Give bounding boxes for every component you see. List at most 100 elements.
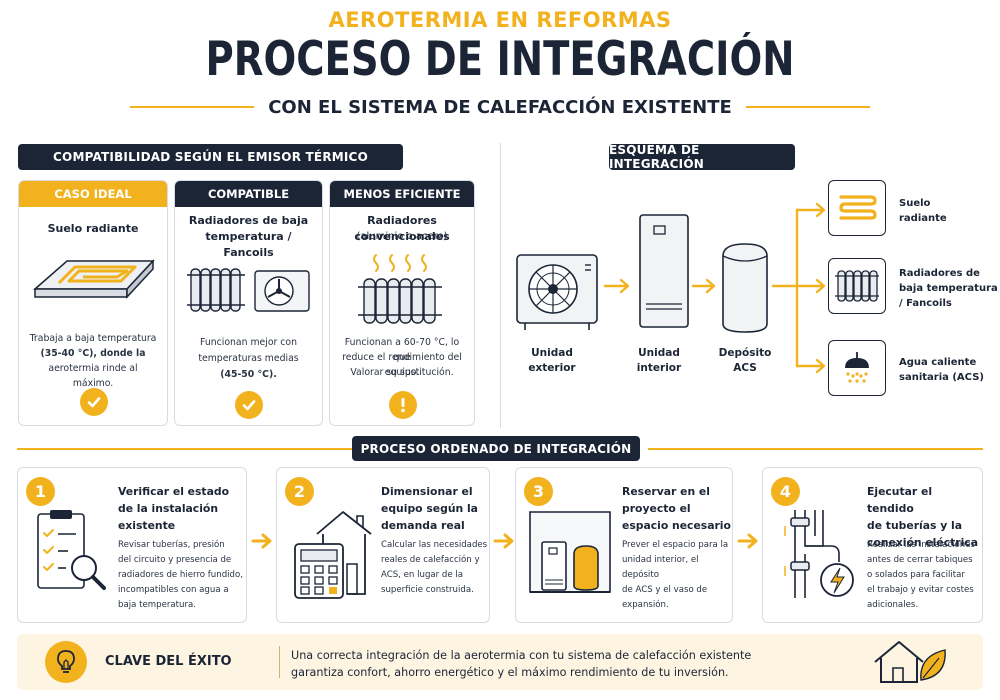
- output-label-line: Radiadores de: [899, 268, 980, 279]
- subtitle-line-left: [130, 106, 255, 108]
- radiator-icon: [828, 258, 886, 314]
- subtitle-line-right: [745, 106, 870, 108]
- process-step-1: 1 Verificar el estado de la instalación …: [17, 467, 247, 623]
- step-number: 4: [771, 477, 800, 506]
- card-head: COMPATIBLE: [175, 181, 322, 207]
- step-title: Reservar en el proyecto el espacio neces…: [622, 483, 731, 534]
- checklist-icon: [37, 510, 106, 590]
- card-desc-line: (35-40 °C), donde la: [40, 348, 146, 359]
- integration-schema: [516, 202, 826, 374]
- footer-text-line: garantiza confort, ahorro energético y e…: [291, 666, 729, 679]
- card-title-line: Radiadores de baja: [188, 214, 309, 227]
- step-desc-line: superficie construida.: [381, 585, 474, 595]
- step-title: Dimensionar el equipo según la demanda r…: [381, 483, 478, 534]
- step-desc: Calcular las necesidades reales de calef…: [381, 538, 487, 598]
- step-title-line: Ejecutar el tendido: [867, 485, 933, 515]
- schema-label-line: Unidad: [638, 347, 680, 359]
- step-desc: Prever el espacio para la unidad interio…: [622, 538, 732, 613]
- footer-separator: [279, 646, 280, 678]
- schema-label-line: Unidad: [531, 347, 573, 359]
- step-desc-line: incompatibles con agua a: [118, 585, 229, 595]
- check-icon: [235, 391, 263, 419]
- output-label-line: sanitaria (ACS): [899, 372, 984, 383]
- step-desc-line: Realizar las instalaciones: [867, 540, 976, 550]
- step-desc: Realizar las instalaciones antes de cerr…: [867, 538, 975, 613]
- step-title: Verificar el estado de la instalación ex…: [118, 483, 229, 534]
- process-rule-left: [17, 448, 352, 450]
- step-title-line: Reservar en el: [622, 485, 710, 498]
- supertitle: AEROTERMIA EN REFORMAS: [328, 8, 672, 32]
- process-step-4: 4 Ejecutar el tendido de tuberías y la c…: [762, 467, 983, 623]
- card-title-line: (aluminio o acero): [356, 231, 448, 242]
- process-section-pill: PROCESO ORDENADO DE INTEGRACIÓN: [352, 436, 640, 461]
- step-desc-line: ACS, en lugar de la: [381, 570, 464, 580]
- compat-card-ideal: CASO IDEAL Suelo radiante Trabaja a baja…: [18, 180, 168, 426]
- step-arrow-icon: [737, 533, 758, 549]
- output-label-line: Suelo: [899, 198, 931, 209]
- process-step-2: 2 Dimensionar el equipo según la demanda…: [276, 467, 490, 623]
- step-title: Ejecutar el tendido de tuberías y la con…: [867, 483, 982, 551]
- step-desc-line: el trabajo y evitar costes: [867, 585, 974, 595]
- floor-heating-icon: [828, 180, 886, 236]
- card-desc-line: Valorar su sustitución.: [350, 367, 454, 378]
- radiator-fancoil-icon: [187, 268, 310, 312]
- step-desc-line: Revisar tuberías, presión: [118, 540, 225, 550]
- card-title-line: temperatura / Fancoils: [205, 230, 292, 259]
- step-title-line: proyecto el: [622, 502, 691, 515]
- lightbulb-icon: [45, 641, 87, 683]
- dhw-tank-icon: [722, 243, 768, 333]
- schema-label-line: interior: [636, 362, 682, 374]
- step-title-line: Verificar el estado: [118, 485, 230, 498]
- card-desc-line: Trabaja a baja temperatura: [29, 333, 157, 344]
- step-title-line: de la instalación: [118, 502, 219, 515]
- subtitle: CON EL SISTEMA DE CALEFACCIÓN EXISTENTE: [268, 96, 732, 118]
- card-desc-line: temperaturas medias: [198, 353, 299, 364]
- pipes-electric-icon: [784, 510, 854, 598]
- footer-text-line: Una correcta integración de la aerotermi…: [291, 649, 752, 662]
- step-desc-line: reales de calefacción y: [381, 555, 480, 565]
- output-label-line: radiante: [899, 213, 947, 224]
- step-desc-line: adicionales.: [867, 600, 919, 610]
- card-title-line: Radiadores convencionales: [354, 214, 450, 243]
- schema-section-pill: ESQUEMA DE INTEGRACIÓN: [609, 143, 795, 171]
- shower-icon: [828, 340, 886, 396]
- output-label-floor: Suelo radiante: [899, 196, 947, 226]
- step-desc: Revisar tuberías, presión del circuito y…: [118, 538, 243, 613]
- warning-icon: [389, 391, 417, 419]
- footer-text: Una correcta integración de la aerotermi…: [291, 647, 751, 681]
- schema-label-line: exterior: [528, 362, 576, 374]
- step-desc-line: antes de cerrar tabiques: [867, 555, 973, 565]
- eco-house-icon: [874, 641, 946, 683]
- step-title-line: demanda real: [381, 519, 465, 532]
- hot-radiator-icon: [358, 254, 442, 324]
- schema-label-line: Depósito: [718, 347, 772, 359]
- floor-heating-icon: [33, 259, 155, 299]
- page-title: PROCESO DE INTEGRACIÓN: [205, 32, 795, 87]
- schema-label-outdoor: Unidad exterior: [512, 346, 592, 376]
- step-number: 3: [524, 477, 553, 506]
- compat-section-pill: COMPATIBILIDAD SEGÚN EL EMISOR TÉRMICO: [18, 144, 403, 170]
- step-title-line: existente: [118, 519, 176, 532]
- card-desc-line: (45-50 °C).: [220, 369, 277, 380]
- process-rule-right: [648, 448, 983, 450]
- card-desc-line: reduce el rendimiento del equipo.: [342, 352, 462, 378]
- step-desc-line: radiadores de hierro fundido,: [118, 570, 243, 580]
- compat-card-compatible: COMPATIBLE Radiadores de baja temperatur…: [174, 180, 323, 426]
- step-desc-line: o solados para facilitar: [867, 570, 965, 580]
- indoor-unit-icon: [639, 214, 689, 328]
- step-arrow-icon: [493, 533, 514, 549]
- step-desc-line: Calcular las necesidades: [381, 540, 488, 550]
- step-title-line: equipo según la: [381, 502, 478, 515]
- output-label-dhw: Agua caliente sanitaria (ACS): [899, 355, 984, 385]
- output-label-radiators: Radiadores de baja temperatura / Fancoil…: [899, 266, 998, 311]
- step-title-line: de tuberías y la: [867, 519, 962, 532]
- step-title-line: espacio necesario: [622, 519, 731, 532]
- step-number: 2: [285, 477, 314, 506]
- step-desc-line: de ACS y el vaso de: [622, 585, 708, 595]
- step-desc-line: expansión.: [622, 600, 669, 610]
- equipment-space-icon: [529, 511, 611, 593]
- step-title-line: conexión eléctrica: [867, 536, 978, 549]
- step-desc-line: del circuito y presencia de: [118, 555, 232, 565]
- step-arrow-icon: [251, 533, 272, 549]
- step-title-line: Dimensionar el: [381, 485, 473, 498]
